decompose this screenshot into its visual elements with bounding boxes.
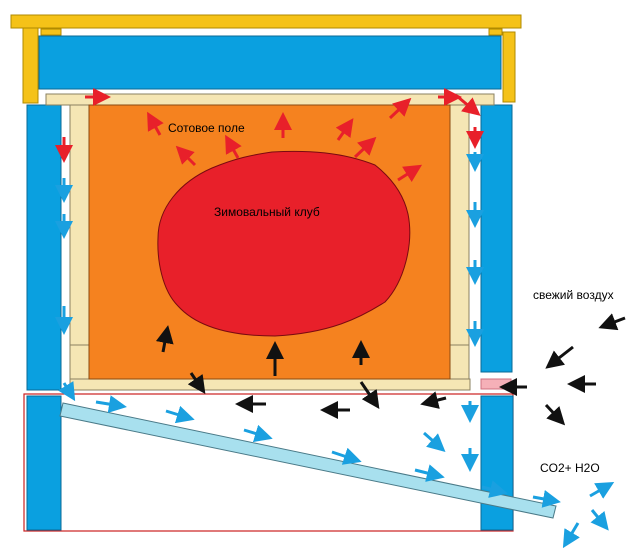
frame-top-bar [45,93,495,106]
cold-air-arrow [590,509,609,531]
fresh-air-arrow [545,345,574,369]
fresh-air-arrows [155,313,626,426]
honeycomb-field-label: Сотовое поле [168,121,245,135]
bottom-right-wall [480,395,514,531]
cold-air-arrow [423,431,446,452]
frame-left-side [69,104,90,381]
warm-air-arrow [457,95,481,116]
cold-air-arrow [331,447,362,465]
roof-top-bar [10,14,522,29]
warm-air-arrow [397,164,423,183]
bottom-left-wall [26,395,62,531]
hive-left-wall [26,104,62,391]
cold-air-arrow [532,489,561,508]
fresh-air-arrow [155,325,174,353]
fresh-air-arrow [187,372,206,394]
warm-air-arrow [147,111,164,136]
fresh-air-arrow [359,381,380,409]
fresh-air-label: свежий воздух [533,288,614,302]
roof-left-post [22,27,39,104]
cold-air-arrow [481,480,508,498]
roof-left-tab [40,28,62,36]
warm-air-arrow [353,136,377,159]
ventilation-board [59,402,557,519]
cold-air-arrow [165,405,195,424]
cold-air-arrows [55,152,615,549]
cold-air-arrow [58,381,76,402]
cold-air-arrow [95,395,127,413]
exhaust-label: CO2+ H2O [540,461,600,475]
warm-air-arrow [175,145,197,167]
winter-cluster-blob [157,150,411,337]
cold-air-arrow [589,481,615,499]
fresh-air-arrow [420,391,447,409]
hive-right-wall [480,104,513,373]
winter-cluster-label: Зимовальный клуб [214,205,320,219]
roof-right-post [502,31,516,103]
warm-air-arrow [335,118,354,141]
warm-air-arrows [55,88,484,183]
frame-bottom-bar [69,378,471,391]
cold-air-arrow [243,424,273,443]
cold-air-arrow [562,522,580,549]
fresh-air-arrow [544,403,566,426]
frame-right-side [449,104,470,381]
cold-air-arrow [414,464,445,482]
warm-air-arrow [225,134,242,159]
fresh-air-arrow [598,313,626,331]
roof-right-tab [488,28,503,36]
roof-insulation [38,35,502,90]
warm-air-arrow [388,97,412,120]
